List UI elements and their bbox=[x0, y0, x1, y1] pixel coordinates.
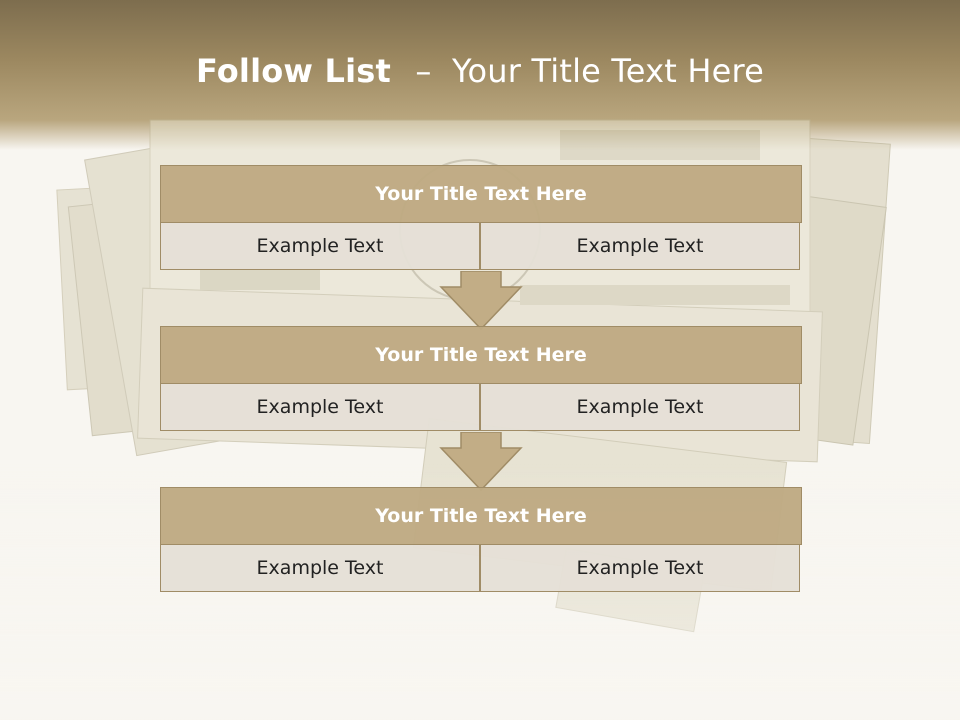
slide-title-rest: Your Title Text Here bbox=[452, 52, 765, 90]
slide-title-separator: – bbox=[415, 52, 432, 90]
down-arrow-icon bbox=[439, 432, 523, 492]
block-cell-right: Example Text bbox=[480, 384, 800, 431]
block-cell-left: Example Text bbox=[160, 545, 480, 592]
slide-title-bold: Follow List bbox=[195, 52, 392, 90]
block-cell-left: Example Text bbox=[160, 384, 480, 431]
block-cell-left: Example Text bbox=[160, 223, 480, 270]
block-title: Your Title Text Here bbox=[160, 165, 802, 223]
follow-block-3: Your Title Text Here Example Text Exampl… bbox=[160, 487, 802, 593]
block-title: Your Title Text Here bbox=[160, 326, 802, 384]
block-cell-right: Example Text bbox=[480, 223, 800, 270]
follow-block-2: Your Title Text Here Example Text Exampl… bbox=[160, 326, 802, 432]
block-row: Example Text Example Text bbox=[160, 223, 802, 271]
follow-block-1: Your Title Text Here Example Text Exampl… bbox=[160, 165, 802, 271]
block-row: Example Text Example Text bbox=[160, 384, 802, 432]
block-title: Your Title Text Here bbox=[160, 487, 802, 545]
slide-title: Follow List – Your Title Text Here bbox=[0, 52, 960, 90]
down-arrow-icon bbox=[439, 271, 523, 331]
block-row: Example Text Example Text bbox=[160, 545, 802, 593]
block-cell-right: Example Text bbox=[480, 545, 800, 592]
